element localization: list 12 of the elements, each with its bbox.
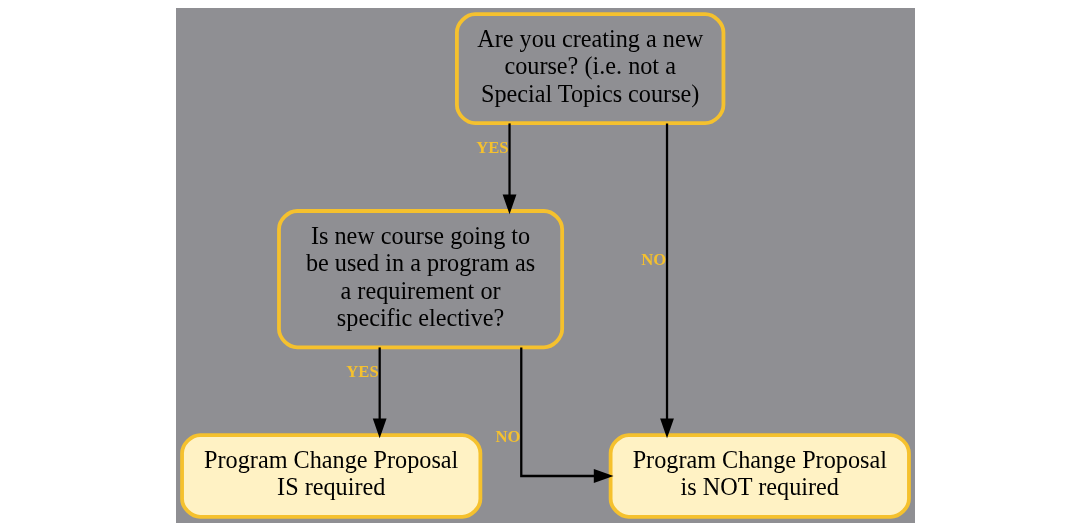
edge-label: NO <box>495 427 521 447</box>
edge-label: YES <box>346 362 379 382</box>
edge-label: YES <box>476 138 509 158</box>
arrow <box>660 123 674 439</box>
node-box: Program Change Proposal IS required <box>180 433 483 519</box>
arrow <box>372 347 387 439</box>
arrow <box>520 347 614 483</box>
node-box: Is new course going to be used in a program as a requirement or specific elective? <box>277 209 565 350</box>
arrow <box>502 123 517 215</box>
node-box: Program Change Proposal is NOT required <box>608 433 911 519</box>
edge-label: NO <box>641 250 667 270</box>
node-box: Are you creating a new course? (i.e. not a Special Topics course) <box>455 12 726 126</box>
